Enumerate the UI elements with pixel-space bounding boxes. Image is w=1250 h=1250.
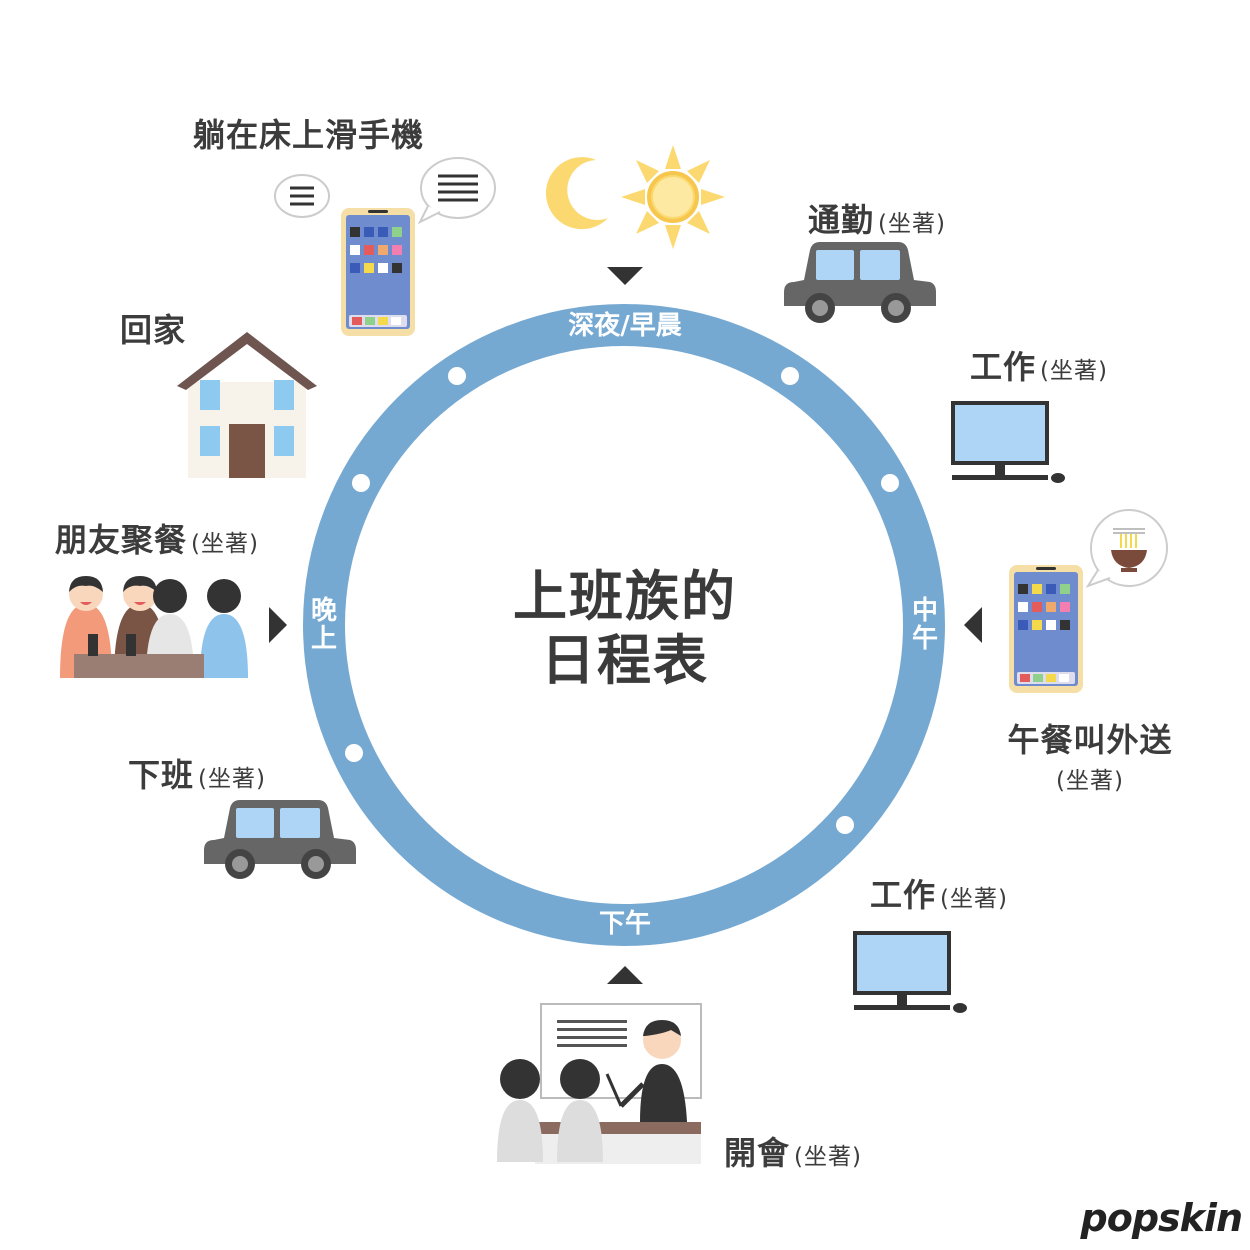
label-friends-dinner-note: (坐著) [191,531,259,557]
car-icon [784,242,936,323]
phone-icon [1009,565,1083,693]
label-go-home-title: 回家 [120,311,187,349]
phone-icon [341,208,415,336]
label-friends-dinner: 朋友聚餐(坐著) [55,515,259,561]
title-line-1: 上班族的 [513,565,737,628]
ring-label-noon-2: 午 [911,624,938,654]
label-lunch-delivery-note: (坐著) [1056,768,1124,794]
label-lunch-delivery: 午餐叫外送 (坐著) [1002,715,1178,795]
house-icon [177,332,317,478]
label-meeting-title: 開會 [724,1134,791,1172]
label-friends-dinner-title: 朋友聚餐 [55,521,188,559]
chat-bubble-icon [1085,509,1168,588]
label-work-morning-title: 工作 [970,348,1037,386]
arrow-icon [607,267,643,285]
monitor-icon [951,401,1065,483]
chat-bubble-icon [417,157,496,225]
label-phone-in-bed-title: 躺在床上滑手機 [193,116,425,154]
brand-logo: popskin [1080,1196,1243,1240]
sun-icon [621,145,725,249]
label-work-morning-note: (坐著) [1040,358,1108,384]
ring-label-evening-2: 上 [310,624,337,654]
label-lunch-delivery-title: 午餐叫外送 [1007,721,1173,759]
label-commute-note: (坐著) [878,211,946,237]
ring-label-evening: 晚 上 [304,597,344,653]
presentation-icon [497,1003,702,1164]
label-off-work-note: (坐著) [198,766,266,792]
bowl-icon [1111,528,1147,572]
label-commute: 通勤(坐著) [808,195,946,241]
diagram-title: 上班族的 日程表 [450,565,800,693]
label-meeting-note: (坐著) [794,1144,862,1170]
ring-dots [345,367,899,834]
label-off-work: 下班(坐著) [128,750,266,796]
label-work-afternoon-title: 工作 [870,876,937,914]
people-icon [60,576,248,678]
chat-bubble-icon [274,174,330,218]
ring-label-evening-1: 晚 [310,596,337,626]
arrow-icon [269,607,287,643]
ring-label-afternoon: 下午 [598,909,651,939]
label-meeting: 開會(坐著) [724,1128,862,1174]
label-off-work-title: 下班 [128,756,195,794]
arrow-icon [607,966,643,984]
ring-label-noon-1: 中 [911,596,938,626]
label-phone-in-bed: 躺在床上滑手機 [193,110,424,156]
label-go-home: 回家 [120,305,186,351]
moon-icon [545,157,608,230]
ring-label-night-morning: 深夜/早晨 [568,311,682,341]
label-work-afternoon: 工作(坐著) [870,870,1008,916]
car-icon [204,800,356,879]
label-work-afternoon-note: (坐著) [940,886,1008,912]
label-commute-title: 通勤 [808,201,875,239]
label-work-morning: 工作(坐著) [970,342,1108,388]
title-line-2: 日程表 [541,629,709,692]
arrow-icon [964,607,982,643]
monitor-icon [853,931,967,1013]
ring-label-noon: 中 午 [905,597,945,653]
